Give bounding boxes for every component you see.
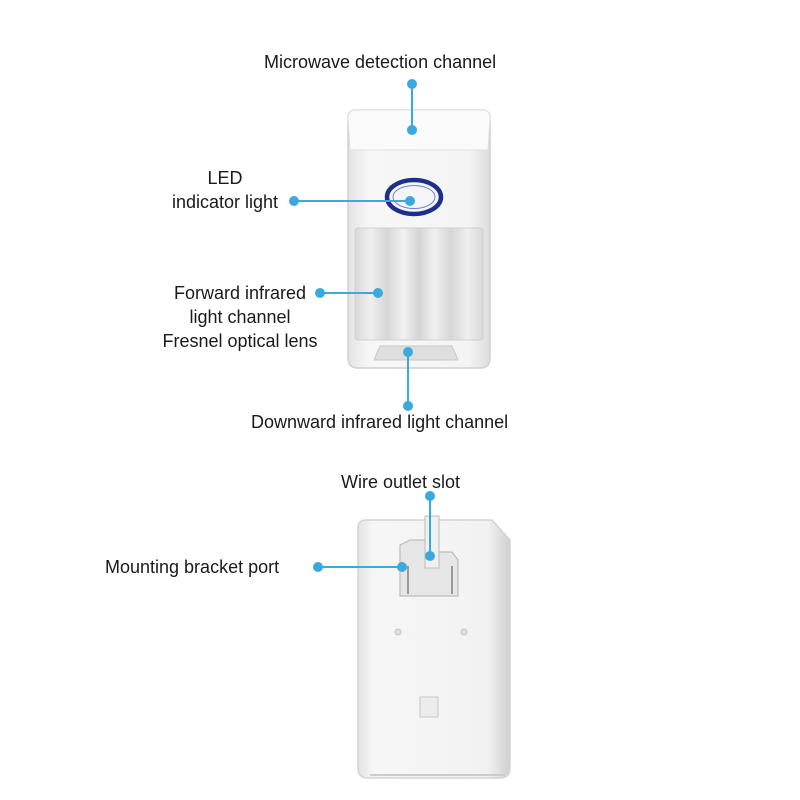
- sensor-top-cap: [347, 109, 491, 151]
- label-microwave-detection-channel: Microwave detection channel: [264, 52, 497, 72]
- label-led-indicator-light: LED indicator light: [150, 166, 300, 214]
- label-forward-infrared: Forward infrared light channel Fresnel o…: [140, 281, 340, 353]
- fresnel-lens: [354, 227, 484, 341]
- screw-hole-right: [460, 628, 468, 636]
- label-wire-outlet-slot: Wire outlet slot: [341, 472, 461, 492]
- callouts: [289, 79, 435, 572]
- label-mounting-bracket-port: Mounting bracket port: [105, 557, 280, 577]
- downward-window: [373, 345, 459, 361]
- label-forward-line1: Forward infrared: [173, 283, 307, 303]
- label-led-line1: LED: [207, 168, 243, 188]
- sensor-front-view: [347, 109, 491, 369]
- sensor-back-body: [357, 519, 511, 779]
- led-ring-inner: [392, 185, 436, 209]
- label-forward-line3: Fresnel optical lens: [162, 331, 318, 351]
- screw-hole-left: [394, 628, 402, 636]
- led-ring-icon: [384, 177, 444, 217]
- label-downward-infrared-channel: Downward infrared light channel: [251, 412, 509, 432]
- label-led-line2: indicator light: [171, 192, 279, 212]
- back-tab-slot: [419, 696, 439, 718]
- sensor-back-view: [357, 515, 511, 779]
- label-forward-line2: light channel: [189, 307, 291, 327]
